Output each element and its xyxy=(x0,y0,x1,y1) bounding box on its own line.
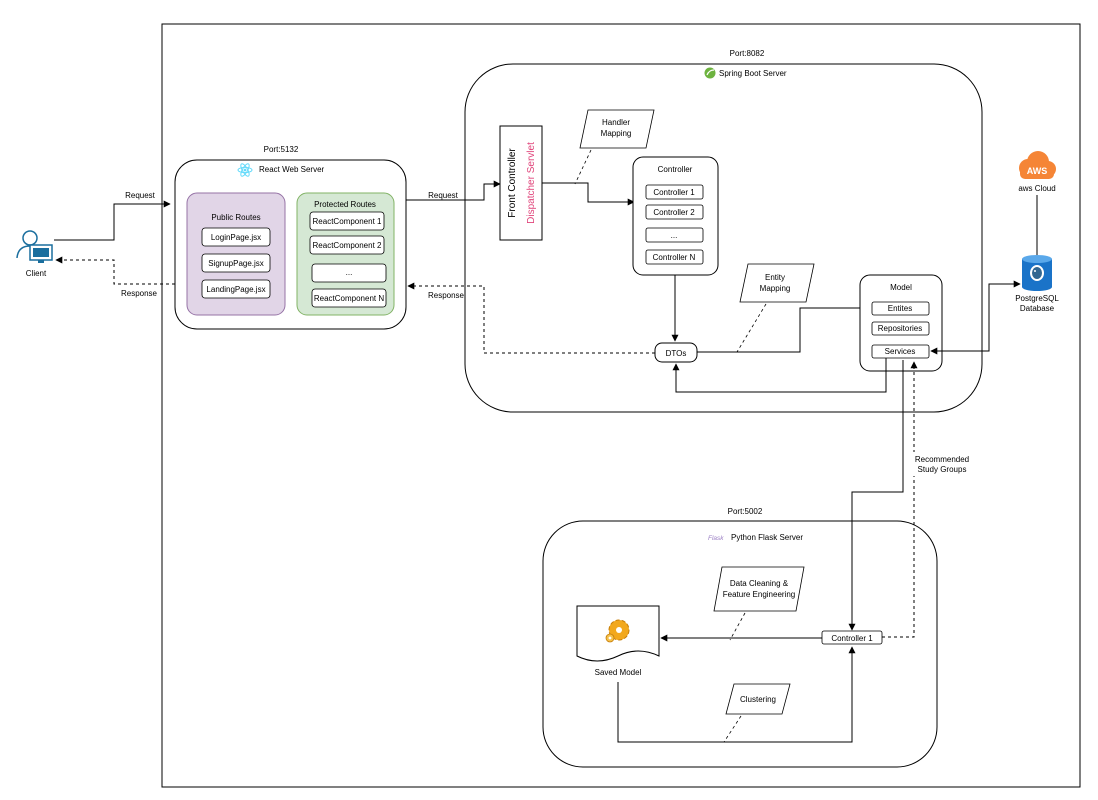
controller-n-node xyxy=(645,249,704,265)
entity-mapping-line2: Mapping xyxy=(760,284,791,293)
react-component-n-node xyxy=(311,288,387,308)
react-component-2-label: ReactComponent 2 xyxy=(313,241,382,250)
landing-page-label: LandingPage.jsx xyxy=(206,285,265,294)
recommended-label-line1: Recommended xyxy=(915,455,969,464)
spring-port-label: Port:8082 xyxy=(730,49,765,58)
recommended-label-bg xyxy=(912,452,972,476)
response-label-left: Response xyxy=(121,289,158,298)
model-to-controller-arrow xyxy=(617,646,856,743)
response-arrow-left xyxy=(55,256,175,285)
response-label-mid: Response xyxy=(428,291,465,300)
services-to-dtos-arrow xyxy=(672,358,887,393)
handler-mapping-node xyxy=(579,109,655,149)
handler-mapping-connector xyxy=(574,149,592,185)
controller-1-node xyxy=(645,184,704,200)
flask-logo-text: Flask xyxy=(708,535,724,542)
dtos-entities-link xyxy=(697,307,872,353)
recommended-label-line2: Study Groups xyxy=(918,465,967,474)
signup-page-node xyxy=(201,253,271,273)
controller-ellipsis-node xyxy=(645,227,704,243)
repositories-label: Repositories xyxy=(878,324,922,333)
services-to-flask-arrow xyxy=(848,360,904,631)
outer-frame xyxy=(161,23,1081,788)
services-node xyxy=(871,344,930,359)
aws-badge-text: AWS xyxy=(1027,166,1048,176)
flask-server-box xyxy=(542,520,938,768)
landing-page-node xyxy=(201,279,271,299)
login-page-node xyxy=(201,227,271,247)
data-cleaning-line1: Data Cleaning & xyxy=(730,579,789,588)
request-label-left: Request xyxy=(125,191,156,200)
clustering-label: Clustering xyxy=(740,695,776,704)
services-database-arrow xyxy=(930,280,1021,355)
request-label-mid: Request xyxy=(428,191,459,200)
flask-title: Python Flask Server xyxy=(731,533,803,542)
gear-icon xyxy=(605,619,630,643)
controller-1-label: Controller 1 xyxy=(653,188,695,197)
entities-label: Entites xyxy=(888,304,912,313)
response-arrow-mid xyxy=(407,282,655,354)
database-label-line2: Database xyxy=(1020,304,1055,313)
data-cleaning-line2: Feature Engineering xyxy=(723,590,796,599)
react-logo-icon xyxy=(237,163,253,177)
repositories-node xyxy=(871,321,930,336)
handler-mapping-line2: Mapping xyxy=(601,129,632,138)
login-page-label: LoginPage.jsx xyxy=(211,233,261,242)
controller-title: Controller xyxy=(658,165,693,174)
clustering-node xyxy=(725,683,791,715)
recommended-groups-arrow xyxy=(882,361,918,638)
react-component-n-label: ReactComponent N xyxy=(314,294,384,303)
spring-leaf-icon xyxy=(704,67,716,79)
protected-routes-title: Protected Routes xyxy=(314,200,376,209)
spring-server-box xyxy=(464,63,983,413)
handler-mapping-line1: Handler xyxy=(602,118,630,127)
data-cleaning-node xyxy=(713,566,805,612)
client-label: Client xyxy=(26,269,47,278)
dispatcher-servlet-label: Dispatcher Servlet xyxy=(526,142,537,224)
aws-cloud-label: aws Cloud xyxy=(1018,184,1055,193)
react-component-1-label: ReactComponent 1 xyxy=(313,217,382,226)
entity-mapping-line1: Entity xyxy=(765,273,785,282)
public-routes-title: Public Routes xyxy=(211,213,260,222)
services-label: Services xyxy=(885,347,916,356)
controller-n-label: Controller N xyxy=(653,253,696,262)
aws-cloud-icon xyxy=(1019,151,1056,179)
react-component-ellipsis-node xyxy=(311,263,387,283)
react-component-ellipsis-label: ... xyxy=(346,268,353,277)
react-title: React Web Server xyxy=(259,165,325,174)
signup-page-label: SignupPage.jsx xyxy=(208,259,264,268)
model-title: Model xyxy=(890,283,912,292)
saved-model-label: Saved Model xyxy=(595,668,642,677)
entity-mapping-node xyxy=(739,263,815,303)
spring-title: Spring Boot Server xyxy=(719,69,787,78)
dtos-label: DTOs xyxy=(666,349,687,358)
flask-controller-label: Controller 1 xyxy=(831,634,873,643)
react-component-2-node xyxy=(309,235,385,255)
client-icon xyxy=(16,230,53,263)
database-label-line1: PostgreSQL xyxy=(1015,294,1059,303)
front-controller-label: Front Controller xyxy=(507,148,518,218)
controller-2-label: Controller 2 xyxy=(653,208,695,217)
request-arrow-mid xyxy=(406,180,501,201)
entities-node xyxy=(871,301,930,316)
data-cleaning-connector xyxy=(729,612,746,641)
controller-2-node xyxy=(645,204,704,220)
postgresql-database-icon xyxy=(1022,255,1052,291)
controller-ellipsis-label: ... xyxy=(671,231,678,240)
dispatch-arrow xyxy=(542,182,635,206)
request-arrow-left xyxy=(54,200,171,241)
clustering-connector xyxy=(723,715,742,743)
react-component-1-node xyxy=(309,211,385,231)
react-port-label: Port:5132 xyxy=(264,145,299,154)
flask-port-label: Port:5002 xyxy=(728,507,763,516)
entity-mapping-connector xyxy=(736,303,767,353)
